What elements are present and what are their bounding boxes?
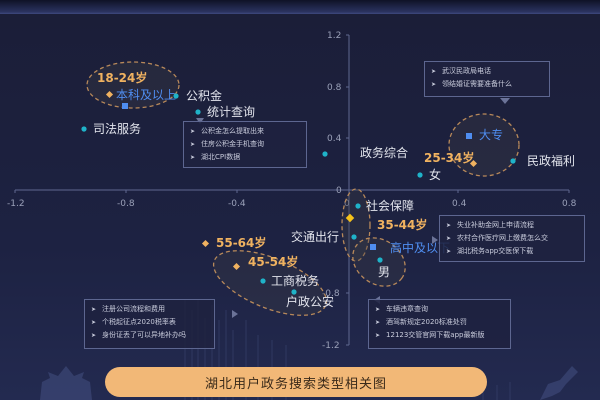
callout-civil-affairs: ➤武汉民政局电话 ➤领结婚证需要准备什么 bbox=[424, 61, 550, 97]
svg-text:户政公安: 户政公安 bbox=[286, 294, 334, 309]
y-axis bbox=[346, 34, 350, 346]
svg-text:-1.2: -1.2 bbox=[7, 199, 25, 209]
arrow-icon: ➤ bbox=[431, 81, 437, 88]
cluster-45-54 bbox=[212, 250, 328, 316]
point-huzheng bbox=[291, 289, 297, 295]
svg-text:0.4: 0.4 bbox=[452, 199, 467, 209]
callout-social-security: ➤失业补助金网上申请流程 ➤农村合作医疗网上缴费怎么交 ➤湖北税务app交医保下… bbox=[439, 215, 585, 262]
point-shehui bbox=[355, 203, 361, 209]
arrow-icon: ➤ bbox=[190, 128, 196, 135]
arrow-icon: ➤ bbox=[91, 319, 97, 326]
point-55-64 bbox=[201, 239, 210, 248]
arrow-icon: ➤ bbox=[446, 248, 452, 255]
point-bachelor bbox=[122, 103, 128, 109]
point-gongshang bbox=[260, 278, 266, 284]
point-jiaotong bbox=[351, 234, 357, 240]
category-points bbox=[81, 93, 516, 295]
education-points bbox=[122, 103, 472, 250]
svg-text:1.2: 1.2 bbox=[327, 31, 341, 41]
arrow-icon: ➤ bbox=[375, 306, 381, 313]
svg-text:55-64岁: 55-64岁 bbox=[216, 235, 266, 250]
arrow-icon: ➤ bbox=[91, 306, 97, 313]
arrow-icon: ➤ bbox=[190, 154, 196, 161]
y-tick-labels: 1.2 0.8 0.4 0 -0.8 -1.2 bbox=[322, 31, 342, 351]
svg-text:社会保障: 社会保障 bbox=[366, 198, 414, 213]
arrow-icon: ➤ bbox=[431, 68, 437, 75]
svg-text:0.4: 0.4 bbox=[327, 134, 342, 144]
callout-housing-fund: ➤公积金怎么提取出来 ➤住房公积金手机查询 ➤湖北CPI数据 bbox=[183, 121, 307, 168]
chart-title: 湖北用户政务搜索类型相关图 bbox=[204, 376, 387, 392]
arrow-icon: ➤ bbox=[91, 332, 97, 339]
building-silhouette-icon bbox=[40, 366, 92, 400]
svg-text:工商税务: 工商税务 bbox=[271, 273, 319, 288]
svg-text:18-24岁: 18-24岁 bbox=[97, 70, 147, 85]
point-gongjijin bbox=[173, 93, 179, 99]
point-highschool bbox=[370, 244, 376, 250]
svg-text:交通出行: 交通出行 bbox=[291, 229, 339, 244]
cluster-25-34 bbox=[448, 113, 520, 177]
point-tongji bbox=[195, 109, 201, 115]
point-zhengwu bbox=[322, 151, 328, 157]
point-labels: 公积金 统计查询 司法服务 政务综合 女 民政福利 社会保障 交通出行 男 工商… bbox=[93, 70, 575, 309]
point-45-54 bbox=[232, 262, 241, 271]
arrow-icon: ➤ bbox=[375, 332, 381, 339]
svg-text:民政福利: 民政福利 bbox=[527, 153, 575, 168]
svg-text:45-54岁: 45-54岁 bbox=[248, 254, 298, 269]
svg-text:女: 女 bbox=[429, 167, 441, 182]
svg-text:0.8: 0.8 bbox=[562, 199, 577, 209]
point-nv bbox=[417, 172, 423, 178]
chart-title-banner: 湖北用户政务搜索类型相关图 bbox=[105, 367, 487, 397]
svg-text:-0.8: -0.8 bbox=[322, 289, 340, 299]
callout-traffic: ➤车辆违章查询 ➤酒驾新规定2020标准处罚 ➤12123交管官网下载app最新… bbox=[368, 299, 511, 349]
x-tick-labels: -1.2 -0.8 -0.4 0 0.4 0.8 bbox=[7, 199, 577, 209]
svg-text:-0.8: -0.8 bbox=[117, 199, 135, 209]
svg-text:高中及以下: 高中及以下 bbox=[390, 240, 450, 255]
svg-text:-0.4: -0.4 bbox=[228, 199, 246, 209]
x-axis bbox=[14, 189, 570, 193]
point-sifa bbox=[81, 126, 87, 132]
svg-text:公积金: 公积金 bbox=[186, 88, 222, 103]
svg-text:0.8: 0.8 bbox=[327, 83, 342, 93]
svg-text:0: 0 bbox=[336, 186, 342, 196]
svg-text:司法服务: 司法服务 bbox=[93, 121, 141, 136]
point-18-24 bbox=[105, 90, 114, 99]
crane-bird-icon bbox=[540, 366, 578, 400]
arrow-icon: ➤ bbox=[190, 141, 196, 148]
point-35-44 bbox=[345, 213, 355, 223]
arrow-icon: ➤ bbox=[446, 235, 452, 242]
arrow-icon: ➤ bbox=[446, 222, 452, 229]
svg-text:统计查询: 统计查询 bbox=[207, 105, 255, 119]
svg-text:男: 男 bbox=[378, 265, 390, 279]
top-banner-strip bbox=[0, 0, 600, 14]
svg-text:-1.2: -1.2 bbox=[322, 341, 340, 351]
cluster-35-44 bbox=[341, 188, 371, 262]
svg-text:大专: 大专 bbox=[479, 127, 503, 142]
svg-text:25-34岁: 25-34岁 bbox=[424, 150, 474, 165]
point-minzheng bbox=[510, 158, 516, 164]
point-college bbox=[466, 133, 472, 139]
point-nan bbox=[377, 257, 383, 263]
arrow-icon: ➤ bbox=[375, 319, 381, 326]
svg-text:政务综合: 政务综合 bbox=[360, 145, 408, 160]
svg-text:本科及以上: 本科及以上 bbox=[116, 88, 176, 102]
svg-text:35-44岁: 35-44岁 bbox=[377, 217, 427, 232]
point-25-34 bbox=[469, 159, 478, 168]
svg-text:0: 0 bbox=[344, 199, 350, 209]
age-points bbox=[105, 90, 478, 271]
callout-business-tax: ➤注册公司流程和费用 ➤个税起征点2020税率表 ➤身份证丢了可以异地补办吗 bbox=[84, 299, 215, 349]
